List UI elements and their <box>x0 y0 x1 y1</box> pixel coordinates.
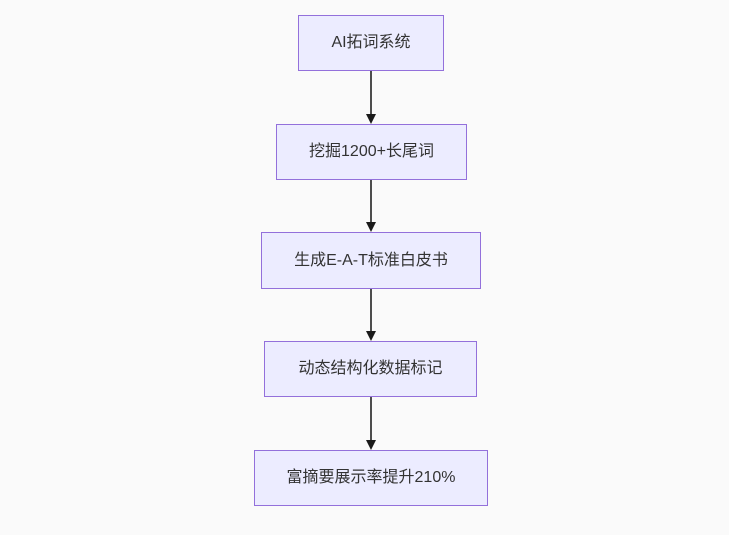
flow-arrow-2 <box>365 180 377 232</box>
node-label: 富摘要展示率提升210% <box>286 469 456 487</box>
arrowhead-down-icon <box>366 114 376 124</box>
arrowhead-down-icon <box>366 222 376 232</box>
arrow-line <box>370 397 372 440</box>
flowchart-node-rich-snippet-result: 富摘要展示率提升210% <box>254 450 488 506</box>
flow-arrow-1 <box>365 71 377 124</box>
flowchart-node-ai-word-system: AI拓词系统 <box>298 15 444 71</box>
flow-arrow-3 <box>365 289 377 341</box>
node-label: 生成E-A-T标准白皮书 <box>294 251 448 269</box>
flow-arrow-4 <box>365 397 377 450</box>
arrow-line <box>370 289 372 331</box>
node-label: 挖掘1200+长尾词 <box>309 143 434 161</box>
flowchart-node-eat-whitepaper: 生成E-A-T标准白皮书 <box>261 232 481 289</box>
arrow-line <box>370 180 372 222</box>
node-label: AI拓词系统 <box>331 34 411 52</box>
flowchart-node-structured-data-markup: 动态结构化数据标记 <box>264 341 477 397</box>
node-label: 动态结构化数据标记 <box>298 360 443 378</box>
arrowhead-down-icon <box>366 331 376 341</box>
arrowhead-down-icon <box>366 440 376 450</box>
arrow-line <box>370 71 372 114</box>
flowchart-node-longtail-mining: 挖掘1200+长尾词 <box>276 124 467 180</box>
